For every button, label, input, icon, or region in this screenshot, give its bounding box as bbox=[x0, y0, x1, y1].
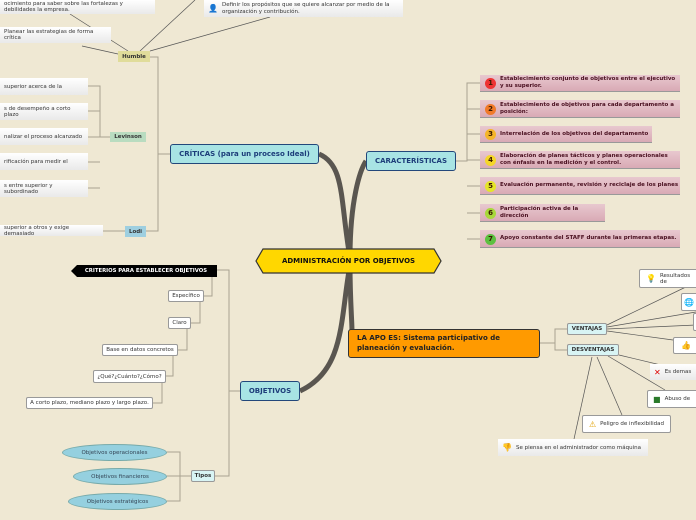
caracteristica-item: 3 Interrelación de los objetivos del depa… bbox=[480, 126, 652, 143]
caracteristica-item: 5 Evaluación permanente, revisión y recic… bbox=[480, 177, 680, 195]
thumbs-up-icon: 👍 bbox=[681, 341, 691, 350]
lodi-label[interactable]: Lodi bbox=[125, 226, 146, 237]
caracteristica-text: Interrelación de los objetivos del depar… bbox=[500, 130, 649, 137]
tipo-item: Objetivos financieros bbox=[73, 468, 167, 485]
humble-label[interactable]: Humble bbox=[118, 51, 150, 62]
criterio-item: Base en datos concretos bbox=[102, 344, 178, 356]
humble-item-3: 👤Definir los propósitos que se quiere al… bbox=[204, 0, 403, 17]
levinson-item: rificación para medir el bbox=[0, 153, 88, 170]
caracteristicas-node[interactable]: CARACTERÍSTICAS bbox=[366, 151, 456, 171]
criterio-item: Claro bbox=[168, 317, 191, 329]
number-badge-icon: 2 bbox=[485, 103, 496, 115]
ventaja-item: 💡Resultados de bbox=[639, 269, 696, 288]
caracteristica-text: Participación activa de la dirección bbox=[500, 205, 579, 219]
number-badge-icon: 5 bbox=[485, 180, 496, 192]
caracteristica-text: Elaboración de planes tácticos y planes … bbox=[500, 152, 668, 166]
criterio-item: Específico bbox=[168, 290, 204, 302]
caracteristica-item: 7 Apoyo constante del STAFF durante las p… bbox=[480, 230, 680, 248]
criterio-item: ¿Qué?¿Cuánto?¿Cómo? bbox=[93, 370, 166, 383]
lightbulb-icon: 💡 bbox=[646, 274, 656, 283]
criticas-node[interactable]: CRÍTICAS (para un proceso Ideal) bbox=[170, 144, 319, 164]
ventajas-node[interactable]: VENTAJAS bbox=[567, 323, 607, 335]
x-icon: ✕ bbox=[654, 367, 661, 377]
number-badge-icon: 3 bbox=[485, 129, 496, 140]
levinson-item: s de desempeño a corto plazo bbox=[0, 103, 88, 120]
tipos-node[interactable]: Tipos bbox=[191, 470, 215, 482]
globe-icon: 🌐 bbox=[684, 297, 694, 307]
caracteristica-item: 1 Establecimiento conjunto de objetivos e… bbox=[480, 75, 680, 92]
central-node[interactable]: ADMINISTRACIÓN POR OBJETIVOS bbox=[281, 257, 416, 265]
thumbs-down-icon: 👎 bbox=[502, 443, 512, 452]
desventaja-text: Se piensa en el administrador como máqui… bbox=[515, 444, 641, 451]
ventaja-item: 🌐 bbox=[681, 293, 696, 311]
number-badge-icon: 7 bbox=[485, 233, 496, 245]
caracteristica-text: Apoyo constante del STAFF durante las pr… bbox=[500, 235, 677, 242]
levinson-item: nalizar el proceso alcanzado bbox=[0, 128, 88, 145]
levinson-item: s entre superior y subordinado bbox=[0, 180, 88, 197]
desventajas-node[interactable]: DESVENTAJAS bbox=[567, 344, 619, 356]
tipo-item: Objetivos estratégicos bbox=[68, 493, 167, 510]
criterio-item: A corto plazo, mediano plazo y largo pla… bbox=[26, 397, 153, 409]
humble-item-2: Planear las estrategias de forma crítica bbox=[0, 27, 111, 43]
desventaja-item: ■Abuso de bbox=[647, 390, 696, 408]
lodi-item: superior a otros y exige demasiado bbox=[0, 225, 103, 237]
humble-item-1: ocimiento para saber sobre las fortaleza… bbox=[0, 0, 155, 14]
ventaja-item: 👍 bbox=[673, 337, 696, 354]
apo-node[interactable]: LA APO ES: Sistema participativo de plan… bbox=[348, 329, 540, 358]
desventaja-text: Peligro de inflexibilidad bbox=[600, 421, 665, 427]
criterios-tag-shape bbox=[71, 265, 217, 277]
desventaja-text: Es demas bbox=[664, 369, 692, 375]
tipo-item: Objetivos operacionales bbox=[62, 444, 167, 461]
number-badge-icon: 4 bbox=[485, 154, 496, 166]
caracteristica-item: 4 Elaboración de planes tácticos y planes… bbox=[480, 151, 680, 169]
objetivos-node[interactable]: OBJETIVOS bbox=[240, 381, 300, 401]
levinson-label[interactable]: Levinson bbox=[110, 132, 146, 142]
desventaja-item: ✕Es demas bbox=[650, 364, 696, 380]
caracteristica-text: Establecimiento de objetivos para cada d… bbox=[500, 101, 674, 115]
levinson-item: superior acerca de la bbox=[0, 78, 88, 95]
caracteristica-text: Evaluación permanente, revisión y recicl… bbox=[500, 182, 679, 189]
ventaja-text: Resultados de bbox=[659, 272, 691, 285]
ventaja-item bbox=[693, 313, 696, 331]
book-icon: ■ bbox=[653, 394, 661, 404]
desventaja-text: Abuso de bbox=[664, 396, 691, 402]
criterios-label[interactable]: CRITERIOS PARA ESTABLECER OBJETIVOS bbox=[84, 268, 208, 274]
desventaja-item: 👎Se piensa en el administrador como máqu… bbox=[498, 439, 648, 456]
caracteristica-text: Establecimiento conjunto de objetivos en… bbox=[500, 76, 676, 89]
humble-item-3-text: Definir los propósitos que se quiere alc… bbox=[221, 2, 390, 15]
number-badge-icon: 6 bbox=[485, 207, 496, 219]
desventaja-item: ⚠Peligro de inflexibilidad bbox=[582, 415, 671, 433]
central-node-shape bbox=[255, 248, 442, 274]
person-icon: 👤 bbox=[208, 4, 218, 13]
warning-icon: ⚠ bbox=[588, 419, 597, 429]
number-badge-icon: 1 bbox=[485, 78, 496, 89]
caracteristica-item: 2 Establecimiento de objetivos para cada … bbox=[480, 100, 680, 118]
caracteristica-item: 6 Participación activa de la dirección bbox=[480, 204, 605, 222]
